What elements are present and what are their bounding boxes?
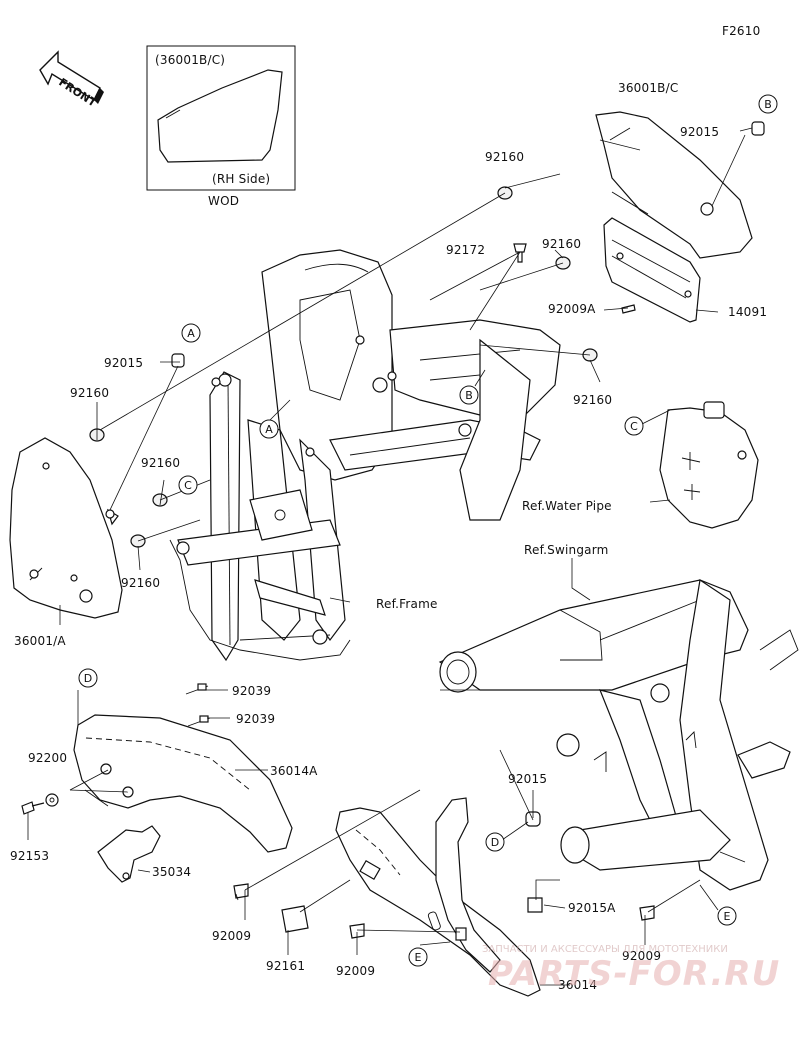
- part-label-92160-top: 92160: [485, 150, 524, 164]
- screw-92009A-icon: [621, 304, 636, 314]
- callout-B-top: B: [758, 94, 778, 114]
- bracket-35034: [97, 825, 161, 883]
- svg-text:C: C: [184, 479, 192, 492]
- left-side-cover: [9, 437, 123, 619]
- part-label-92160-mid: 92160: [542, 237, 581, 251]
- upper-guard-fasteners: [21, 683, 211, 815]
- lower-belt-guard: [335, 797, 541, 997]
- inset-note: WOD: [208, 194, 239, 208]
- inset-box: (36001B/C) (RH Side) WOD: [146, 45, 296, 208]
- part-label-92153: 92153: [10, 849, 49, 863]
- part-label-92015-left: 92015: [104, 356, 143, 370]
- collar-92015-left-icon: [171, 353, 185, 368]
- upper-belt-guard: [73, 714, 293, 853]
- svg-text:C: C: [630, 420, 638, 433]
- swingarm-drawing: [438, 578, 799, 891]
- callout-D-lower: D: [485, 832, 505, 852]
- part-label-35034: 35034: [152, 865, 191, 879]
- ref-frame: Ref.Frame: [376, 597, 438, 611]
- part-label-92015-top: 92015: [680, 125, 719, 139]
- bolt-92153-icon: [21, 801, 45, 815]
- svg-text:A: A: [187, 327, 195, 340]
- callout-C-left: C: [178, 475, 198, 495]
- screw-92009-right-icon: [639, 905, 655, 921]
- callout-E-lower: E: [408, 947, 428, 967]
- watermark-brand: PARTS-FOR.RU: [488, 954, 780, 994]
- bracket-14091: [603, 217, 701, 323]
- watermark: ЗАПЧАСТИ И АКСЕССУАРЫ ДЛЯ МОТОТЕХНИКИ PA…: [482, 944, 780, 994]
- leader-lines: [27, 127, 753, 986]
- part-label-36001A: 36001/A: [14, 634, 66, 648]
- part-label-92009-low: 92009: [212, 929, 251, 943]
- callout-B-mid: B: [459, 385, 479, 405]
- lower-guard-fasteners: [233, 811, 655, 939]
- collar-92015-top-icon: [751, 121, 765, 136]
- part-label-92015A: 92015A: [568, 901, 616, 915]
- inset-cover-shape: [157, 69, 283, 163]
- part-label-92039-b: 92039: [236, 712, 275, 726]
- part-label-92160-right: 92160: [573, 393, 612, 407]
- part-label-92009A: 92009A: [548, 302, 596, 316]
- part-label-92161: 92161: [266, 959, 305, 973]
- callout-E-right: E: [717, 906, 737, 926]
- callout-A-frame: A: [259, 419, 279, 439]
- front-arrow-icon: FRONT: [39, 50, 104, 110]
- callout-A-top: A: [181, 323, 201, 343]
- watermark-tagline: ЗАПЧАСТИ И АКСЕССУАРЫ ДЛЯ МОТОТЕХНИКИ: [482, 944, 728, 955]
- svg-text:B: B: [465, 389, 473, 402]
- nut-92015A-icon: [527, 897, 543, 913]
- svg-text:B: B: [764, 98, 772, 111]
- svg-text:A: A: [265, 423, 273, 436]
- figure-id: F2610: [722, 24, 760, 38]
- svg-text:D: D: [491, 836, 499, 849]
- part-label-92160-left-b: 92160: [141, 456, 180, 470]
- part-label-36001BC: 36001B/C: [618, 81, 678, 95]
- svg-text:D: D: [84, 672, 92, 685]
- part-label-92039-a: 92039: [232, 684, 271, 698]
- inset-part-label: (36001B/C): [155, 53, 225, 67]
- part-label-36014A: 36014A: [270, 764, 318, 778]
- part-label-36014: 36014: [558, 978, 597, 992]
- ref-swingarm: Ref.Swingarm: [524, 543, 609, 557]
- callout-C-right: C: [624, 416, 644, 436]
- callout-D-upper: D: [78, 668, 98, 688]
- screw-92009-bottom-icon: [349, 923, 365, 939]
- part-label-92009-bottom: 92009: [336, 964, 375, 978]
- bolt-92172-icon: [513, 243, 527, 263]
- svg-text:E: E: [724, 910, 731, 923]
- frame-drawing: [169, 249, 561, 662]
- svg-text:E: E: [415, 951, 422, 964]
- pad-92161-icon: [281, 905, 309, 933]
- part-label-92160-left-c: 92160: [121, 576, 160, 590]
- part-label-92160-left-a: 92160: [70, 386, 109, 400]
- part-label-92009-right: 92009: [622, 949, 661, 963]
- screw-92009-low-icon: [233, 883, 249, 899]
- ref-water-pipe: Ref.Water Pipe: [522, 499, 612, 513]
- inset-side-label: (RH Side): [212, 172, 270, 186]
- part-label-92200: 92200: [28, 751, 67, 765]
- part-label-14091: 14091: [728, 305, 767, 319]
- part-label-92172: 92172: [446, 243, 485, 257]
- washer-92200-icon: [45, 793, 59, 807]
- part-label-92015-low: 92015: [508, 772, 547, 786]
- water-pipe-cover: [659, 401, 759, 529]
